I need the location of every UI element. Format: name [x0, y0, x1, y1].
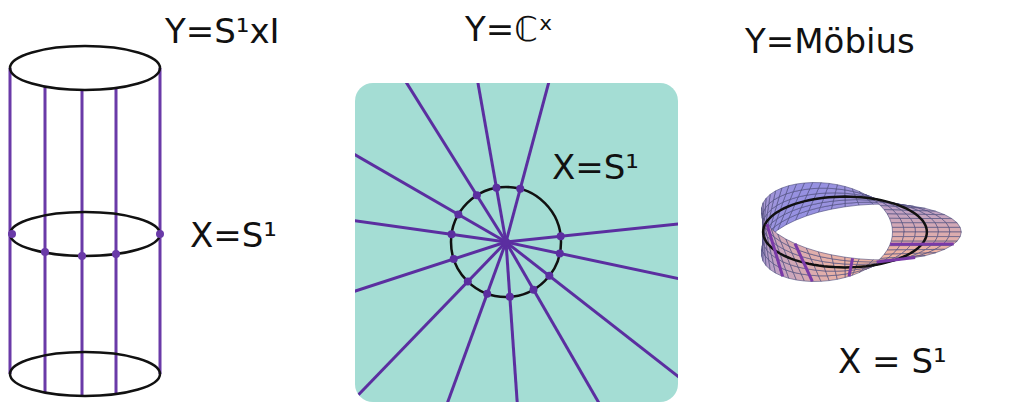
ray-dot	[516, 185, 524, 193]
ray-dot	[454, 211, 462, 219]
ray-dot	[448, 230, 456, 238]
ray	[369, 242, 506, 402]
ray	[437, 83, 506, 242]
band-cell	[852, 189, 861, 194]
band-cell	[892, 227, 904, 232]
ray-dot	[556, 249, 564, 257]
band-cell	[946, 237, 960, 242]
ray-dot	[530, 286, 538, 294]
band-cell	[884, 210, 897, 215]
ray-dot	[450, 255, 458, 263]
math-label: Y=S¹xI	[165, 14, 280, 48]
band-cell	[904, 227, 916, 232]
ray	[506, 242, 678, 402]
ray	[506, 242, 678, 402]
band-cell	[890, 218, 903, 223]
band-cell	[887, 214, 900, 219]
band-cell	[763, 198, 766, 212]
band-cell	[938, 227, 950, 232]
math-label: X=S¹	[190, 218, 277, 252]
band-cell	[892, 232, 904, 237]
band-cell	[938, 232, 950, 237]
ray-dot	[483, 290, 491, 298]
math-label: Y=Möbius	[745, 24, 915, 58]
band-cell	[949, 232, 961, 237]
mobius-band	[762, 183, 962, 282]
band-cell	[891, 223, 903, 228]
fibre	[795, 244, 812, 282]
band-cell	[918, 253, 936, 256]
fibre	[767, 224, 783, 276]
ray	[355, 242, 506, 402]
ray	[506, 200, 678, 242]
band-cell	[858, 259, 873, 262]
ray-dot	[464, 278, 472, 286]
band-cell	[902, 223, 915, 228]
fibre	[877, 257, 916, 261]
ray-dot	[473, 191, 481, 199]
punctured-plane	[110, 0, 904, 404]
ray	[355, 83, 506, 242]
band-cell	[949, 227, 961, 232]
band-cell	[806, 248, 820, 257]
fibre	[849, 258, 853, 276]
band-cell	[831, 255, 845, 261]
band-cell	[818, 252, 832, 259]
band-cell	[826, 271, 837, 276]
fibre	[890, 243, 954, 246]
ray-dot	[492, 184, 500, 192]
band-cell	[836, 185, 845, 190]
band-cell	[927, 249, 945, 253]
ray-dot	[557, 232, 565, 240]
cylinder	[8, 46, 164, 396]
band-cell	[935, 245, 952, 249]
band-cell	[880, 206, 892, 210]
band-cell	[835, 271, 845, 275]
band-cell	[902, 237, 915, 242]
ray-dot	[506, 293, 514, 301]
band-cell	[904, 232, 916, 237]
ray	[355, 83, 506, 242]
ray	[355, 186, 506, 242]
band-cell	[827, 275, 837, 280]
core-circle	[763, 197, 927, 268]
math-label: Y=ℂˣ	[465, 12, 553, 46]
band-cell	[891, 237, 903, 242]
ray-dot	[545, 272, 553, 280]
ray	[506, 242, 678, 325]
math-label: X = S¹	[838, 344, 947, 378]
math-label: X=S¹	[552, 150, 639, 184]
